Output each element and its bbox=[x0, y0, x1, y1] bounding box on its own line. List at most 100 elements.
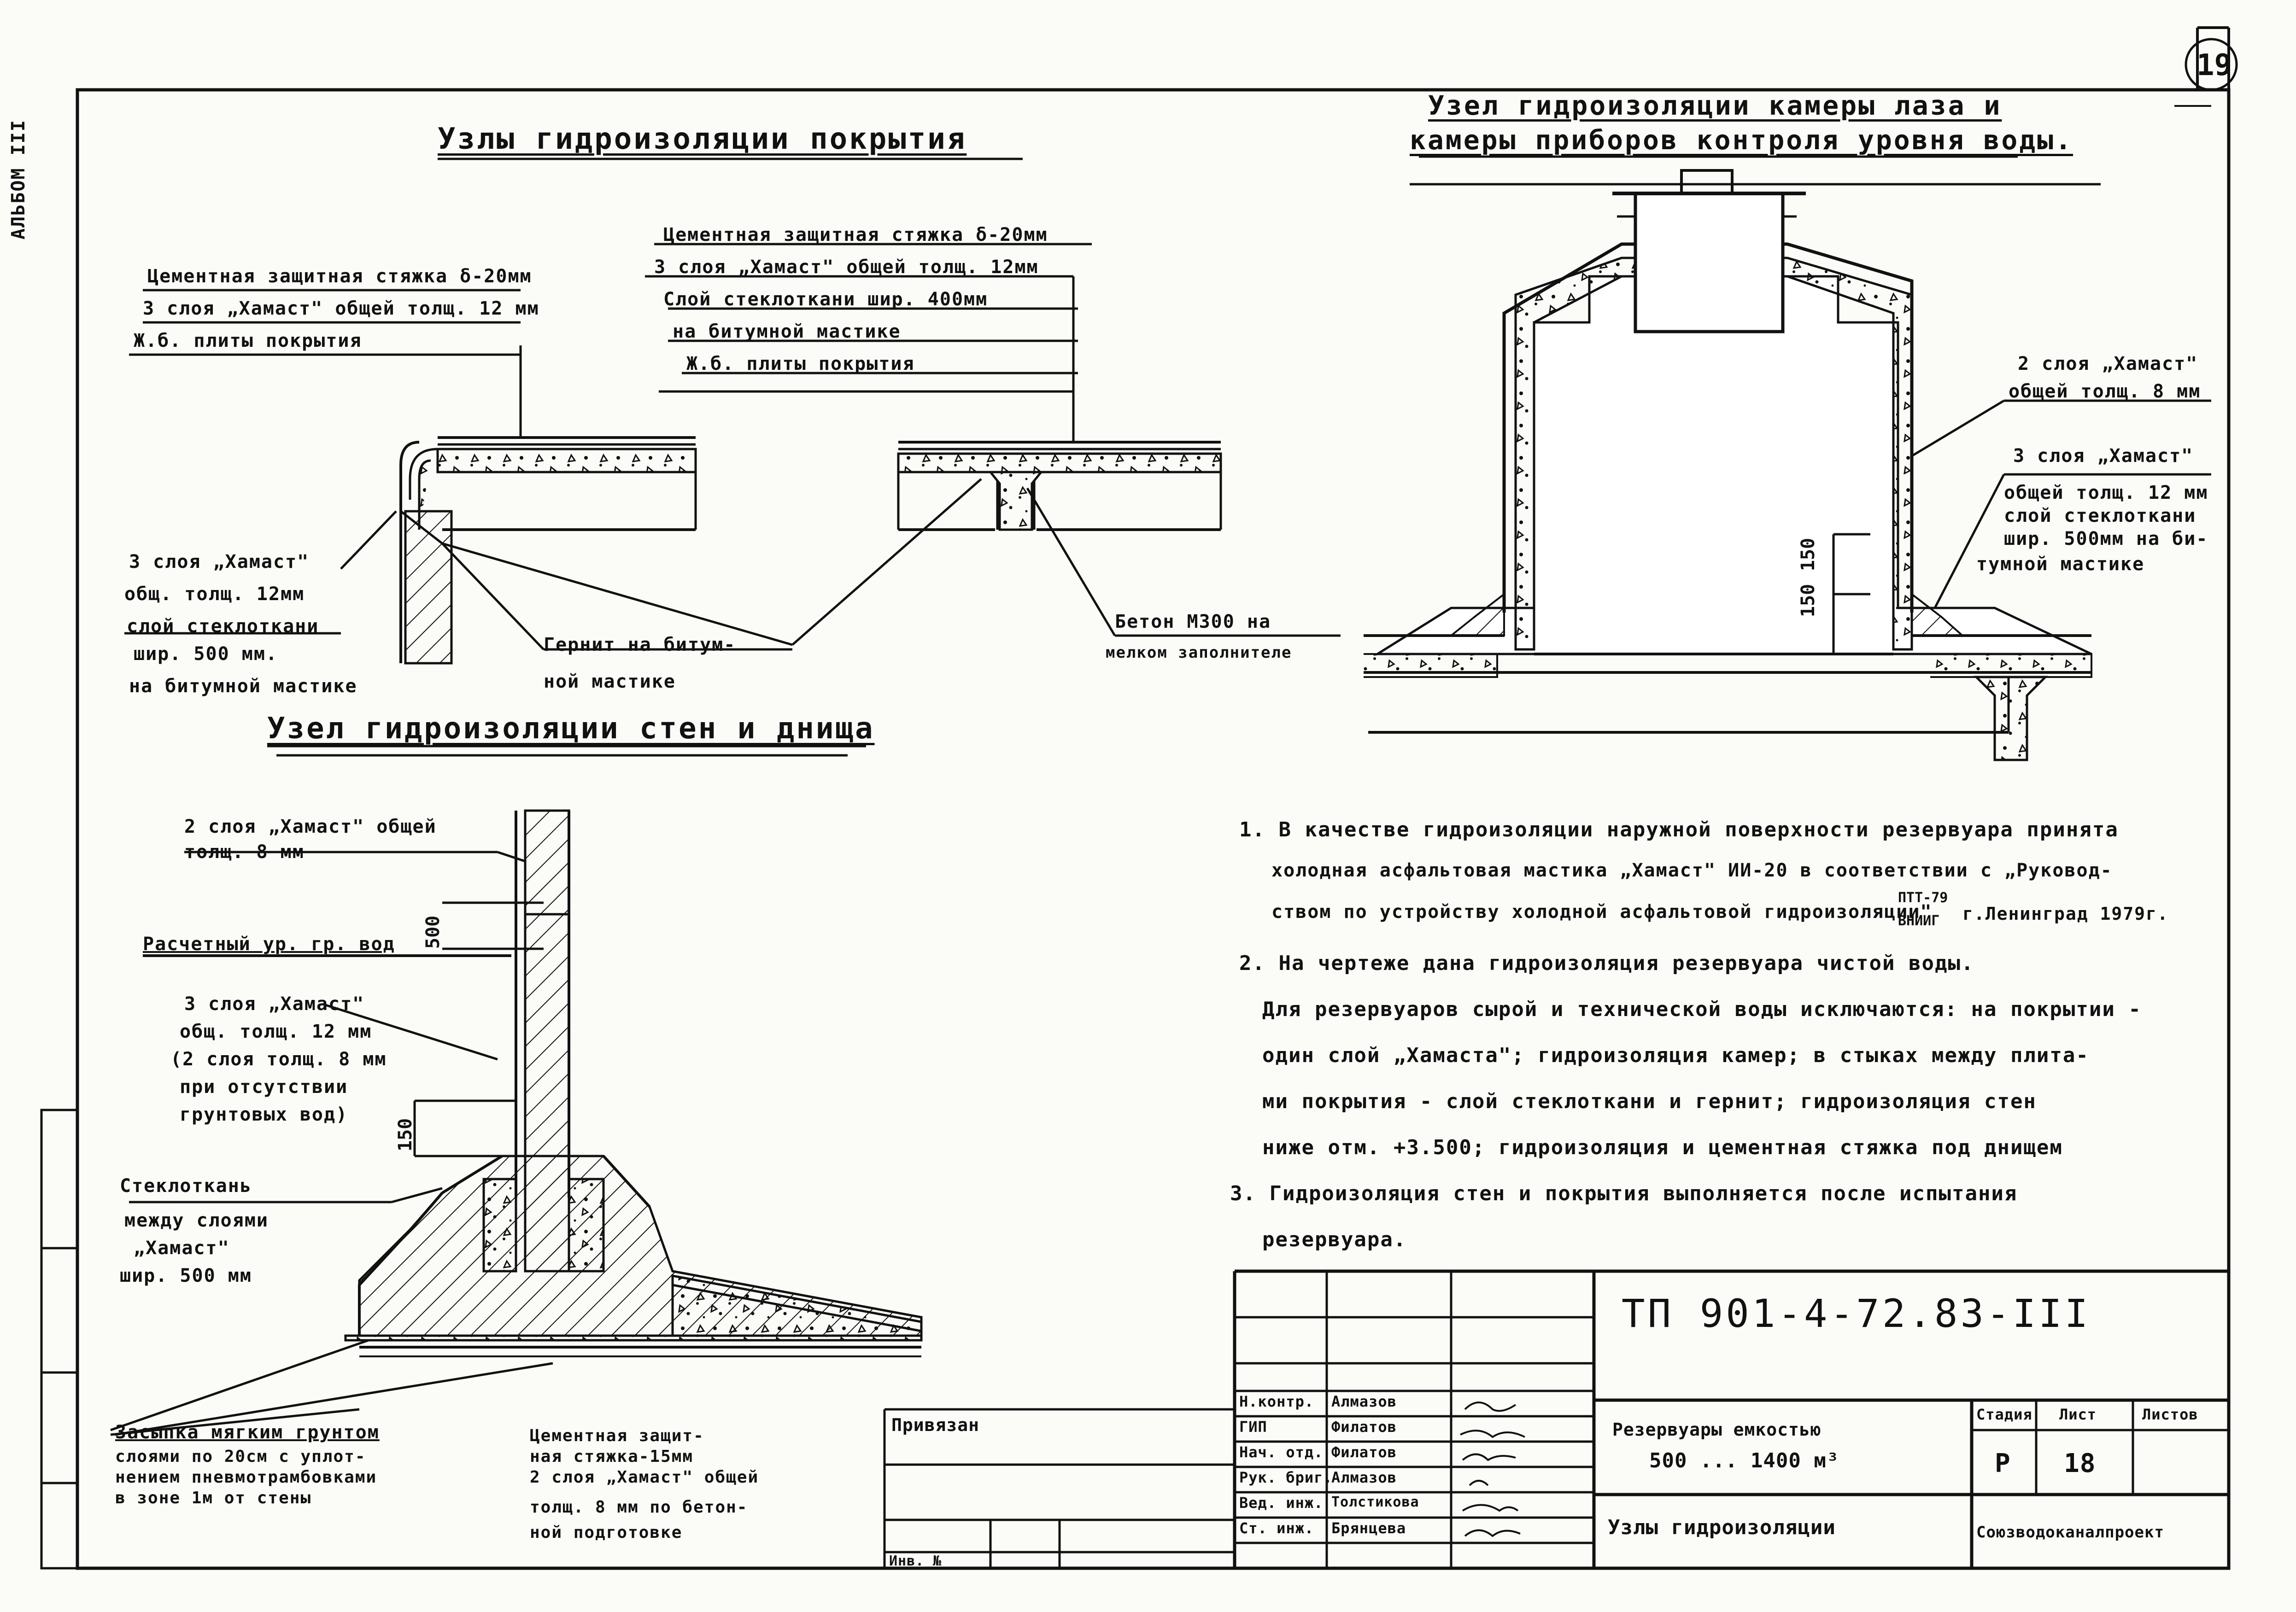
note-2-line-5: ниже отм. +3.500; гидроизоляция и цемент… bbox=[1262, 1136, 2063, 1159]
wall-callout-2e: грунтовых вод) bbox=[180, 1104, 348, 1125]
backfill-2: слоями по 20см с уплот- bbox=[115, 1447, 366, 1466]
role-3: Нач. отд. bbox=[1239, 1443, 1324, 1461]
note-1-line-1: 1. В качестве гидроизоляции наружной пов… bbox=[1239, 818, 2119, 841]
sheets-header: Листов bbox=[2142, 1406, 2198, 1423]
roof-left-side-3: слой стеклоткани bbox=[127, 616, 319, 637]
wall-callout-1b: толщ. 8 мм bbox=[184, 841, 305, 863]
roof-right-callout-1: Цементная защитная стяжка δ-20мм bbox=[663, 224, 1048, 245]
roof-left-callout-2: 3 слоя „Хамаст" общей толщ. 12 мм bbox=[143, 298, 539, 319]
floor-screed-2: ная стяжка-15мм bbox=[530, 1447, 694, 1466]
wall-callout-3b: между слоями bbox=[124, 1210, 269, 1231]
chamber-callout-2a: 3 слоя „Хамаст" bbox=[2013, 445, 2194, 467]
roof-left-gernit-2: ной мастике bbox=[544, 671, 676, 692]
role-4: Рук. бриг. bbox=[1239, 1469, 1333, 1486]
organization: Союзводоканалпроект bbox=[1976, 1523, 2164, 1542]
wall-floor-node bbox=[110, 158, 1023, 1436]
album-label: АЛЬБОМ III bbox=[8, 119, 29, 239]
roof-left-gernit-1: Гернит на битум- bbox=[544, 634, 736, 655]
title-chamber-1: Узел гидроизоляции камеры лаза и bbox=[1428, 90, 2002, 121]
stage-value: Р bbox=[1995, 1448, 2011, 1478]
roof-right-callout-5: Ж.б. плиты покрытия bbox=[686, 353, 915, 374]
groundwater-label: Расчетный ур. гр. вод bbox=[143, 934, 395, 955]
left-margin-boxes bbox=[40, 1109, 79, 1570]
floor-screed-5: ной подготовке bbox=[530, 1523, 683, 1542]
note-1-fraction-top: ПТТ-79 bbox=[1898, 890, 1948, 906]
privyazan-label: Привязан bbox=[891, 1415, 980, 1435]
roof-left-callout-3: Ж.б. плиты покрытия bbox=[134, 330, 362, 351]
inventory-label: Инв. № bbox=[889, 1553, 942, 1569]
chamber-dim-2: 150 bbox=[1798, 537, 1819, 571]
roof-left-node bbox=[124, 289, 793, 665]
floor-screed-4: толщ. 8 мм по бетон- bbox=[530, 1498, 748, 1517]
note-1-line-3b: г.Ленинград 1979г. bbox=[1962, 904, 2169, 924]
role-6: Ст. инж. bbox=[1239, 1519, 1314, 1537]
wall-callout-2c: (2 слоя толщ. 8 мм bbox=[170, 1049, 387, 1070]
note-2-line-4: ми покрытия - слой стеклоткани и гернит;… bbox=[1262, 1090, 2037, 1113]
title-roof: Узлы гидроизоляции покрытия bbox=[438, 122, 967, 156]
document-code: ТП 901-4-72.83-III bbox=[1622, 1291, 2091, 1336]
name-2: Филатов bbox=[1331, 1418, 1397, 1436]
roof-right-callout-4: на битумной мастике bbox=[673, 321, 901, 342]
name-1: Алмазов bbox=[1331, 1393, 1397, 1410]
chamber-callout-2d: шир. 500мм на би- bbox=[2004, 528, 2208, 549]
wall-callout-3a: Стеклоткань bbox=[120, 1175, 252, 1197]
chamber-callout-2b: общей толщ. 12 мм bbox=[2004, 482, 2208, 503]
role-5: Вед. инж. bbox=[1239, 1494, 1324, 1512]
title-walls: Узел гидроизоляции стен и днища bbox=[267, 712, 875, 746]
roof-left-side-5: на битумной мастике bbox=[129, 676, 357, 697]
chamber-callout-2c: слой стеклоткани bbox=[2004, 505, 2196, 526]
dim-150: 150 bbox=[395, 1118, 416, 1151]
name-4: Алмазов bbox=[1331, 1469, 1397, 1486]
wall-callout-3d: шир. 500 мм bbox=[120, 1265, 252, 1286]
backfill-3: нением пневмотрамбовками bbox=[115, 1468, 377, 1487]
note-2-line-3: один слой „Хамаста"; гидроизоляция камер… bbox=[1262, 1044, 2089, 1067]
role-2: ГИП bbox=[1239, 1418, 1267, 1436]
roof-right-callout-3: Слой стеклоткани шир. 400мм bbox=[663, 289, 988, 310]
sheet-header: Лист bbox=[2059, 1406, 2097, 1423]
roof-right-callout-2: 3 слоя „Хамаст" общей толщ. 12мм bbox=[654, 257, 1039, 278]
backfill-4: в зоне 1м от стены bbox=[115, 1489, 312, 1507]
roof-left-callout-1: Цементная защитная стяжка δ-20мм bbox=[147, 266, 532, 287]
roof-right-beton-2: мелком заполнителе bbox=[1106, 643, 1292, 662]
wall-callout-2a: 3 слоя „Хамаст" bbox=[184, 993, 365, 1015]
note-1-line-3: ством по устройству холодной асфальтовой… bbox=[1271, 901, 1933, 923]
note-2-line-2: Для резервуаров сырой и технической воды… bbox=[1262, 998, 2142, 1021]
roof-right-beton-1: Бетон М300 на bbox=[1115, 611, 1271, 632]
note-3-line-2: резервуара. bbox=[1262, 1228, 1407, 1251]
chamber-callout-1b: общей толщ. 8 мм bbox=[2009, 381, 2201, 402]
sheet-number: 19 bbox=[2196, 48, 2232, 82]
role-1: Н.контр. bbox=[1239, 1393, 1314, 1410]
backfill-1: Засыпка мягким грунтом bbox=[115, 1422, 380, 1443]
sheet-title: Узлы гидроизоляции bbox=[1608, 1516, 1836, 1539]
wall-callout-1a: 2 слоя „Хамаст" общей bbox=[184, 816, 437, 837]
floor-screed-1: Цементная защит- bbox=[530, 1426, 704, 1445]
note-2-line-1: 2. На чертеже дана гидроизоляция резерву… bbox=[1239, 952, 1974, 975]
wall-callout-2b: общ. толщ. 12 мм bbox=[180, 1021, 372, 1042]
title-chamber-2: камеры приборов контроля уровня воды. bbox=[1410, 124, 2073, 156]
signatures bbox=[1460, 1402, 1525, 1537]
roof-left-side-2: общ. толщ. 12мм bbox=[124, 584, 305, 605]
note-1-fraction-bottom: ВНИИГ bbox=[1898, 913, 1940, 929]
name-5: Толстикова bbox=[1331, 1494, 1419, 1510]
object-line-1: Резервуары емкостью bbox=[1612, 1419, 1822, 1440]
name-6: Брянцева bbox=[1331, 1519, 1406, 1537]
title-block-grid bbox=[883, 1269, 2229, 1568]
stage-header: Стадия bbox=[1976, 1406, 2032, 1423]
note-1-line-2: холодная асфальтовая мастика „Хамаст" ИИ… bbox=[1271, 860, 2113, 881]
roof-left-side-4: шир. 500 мм. bbox=[134, 643, 278, 665]
sheet-frame bbox=[76, 88, 2231, 1570]
name-3: Филатов bbox=[1331, 1443, 1397, 1461]
wall-callout-2d: при отсутствии bbox=[180, 1076, 348, 1098]
roof-right-node bbox=[645, 243, 1341, 646]
chamber-callout-2e: тумной мастике bbox=[1976, 554, 2145, 575]
chamber-dim-1: 150 bbox=[1798, 584, 1819, 617]
note-3-line-1: 3. Гидроизоляция стен и покрытия выполня… bbox=[1230, 1182, 2018, 1205]
sheet-number-ring bbox=[2185, 38, 2238, 91]
object-line-2: 500 ... 1400 м³ bbox=[1649, 1449, 1839, 1472]
chamber-callout-1a: 2 слоя „Хамаст" bbox=[2018, 353, 2198, 374]
dim-500: 500 bbox=[422, 915, 444, 949]
roof-left-side-1: 3 слоя „Хамаст" bbox=[129, 551, 310, 572]
wall-callout-3c: „Хамаст" bbox=[134, 1238, 230, 1259]
